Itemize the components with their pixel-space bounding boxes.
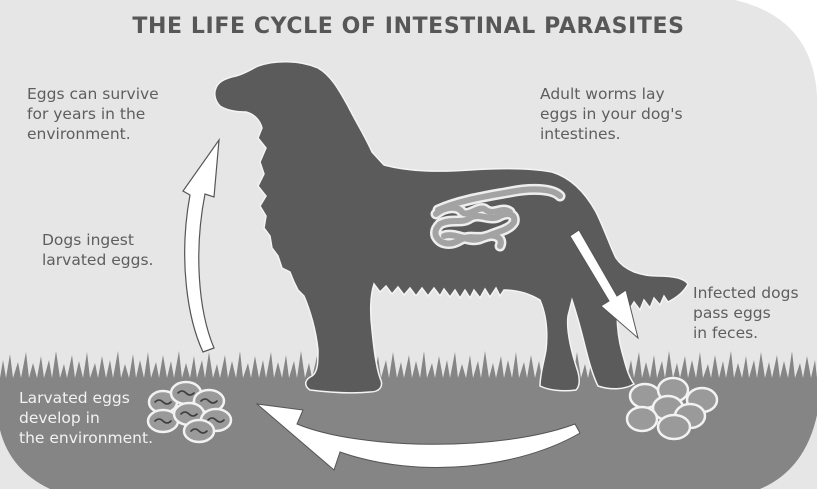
worms-icon	[430, 183, 566, 252]
arrow-curve-up-icon	[182, 137, 220, 353]
arrow-curve-left-icon	[255, 403, 581, 471]
dog-silhouette	[214, 61, 689, 394]
caption-eggs-survive: Eggs can survive for years in the enviro…	[27, 85, 159, 143]
caption-adult-worms: Adult worms lay eggs in your dog's intes…	[540, 85, 683, 143]
caption-infected-pass: Infected dogs pass eggs in feces.	[693, 284, 799, 342]
caption-larvated-develop: Larvated eggs develop in the environment…	[19, 389, 154, 447]
grass	[0, 351, 817, 378]
page-title: THE LIFE CYCLE OF INTESTINAL PARASITES	[132, 14, 685, 39]
caption-dogs-ingest: Dogs ingest larvated eggs.	[42, 231, 154, 269]
arrow-down-right-icon	[569, 229, 639, 340]
larvated-eggs-icon	[146, 380, 233, 444]
eggs-icon	[625, 376, 719, 441]
